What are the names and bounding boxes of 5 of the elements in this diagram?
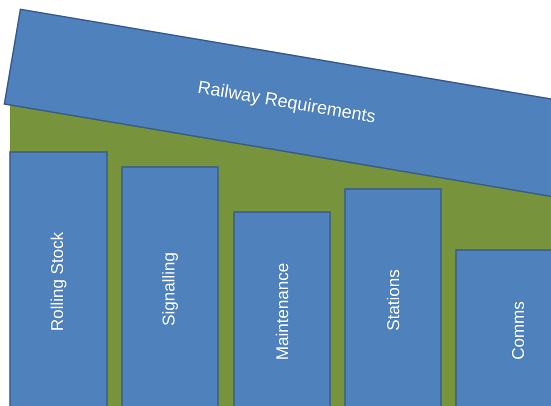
pillar-box: Stations [344,188,442,406]
pillar-box: Rolling Stock [9,151,108,406]
pillar-box: Signalling [121,166,219,406]
pillar-box: Comms [455,249,551,406]
pillar-box: Maintenance [233,211,331,406]
